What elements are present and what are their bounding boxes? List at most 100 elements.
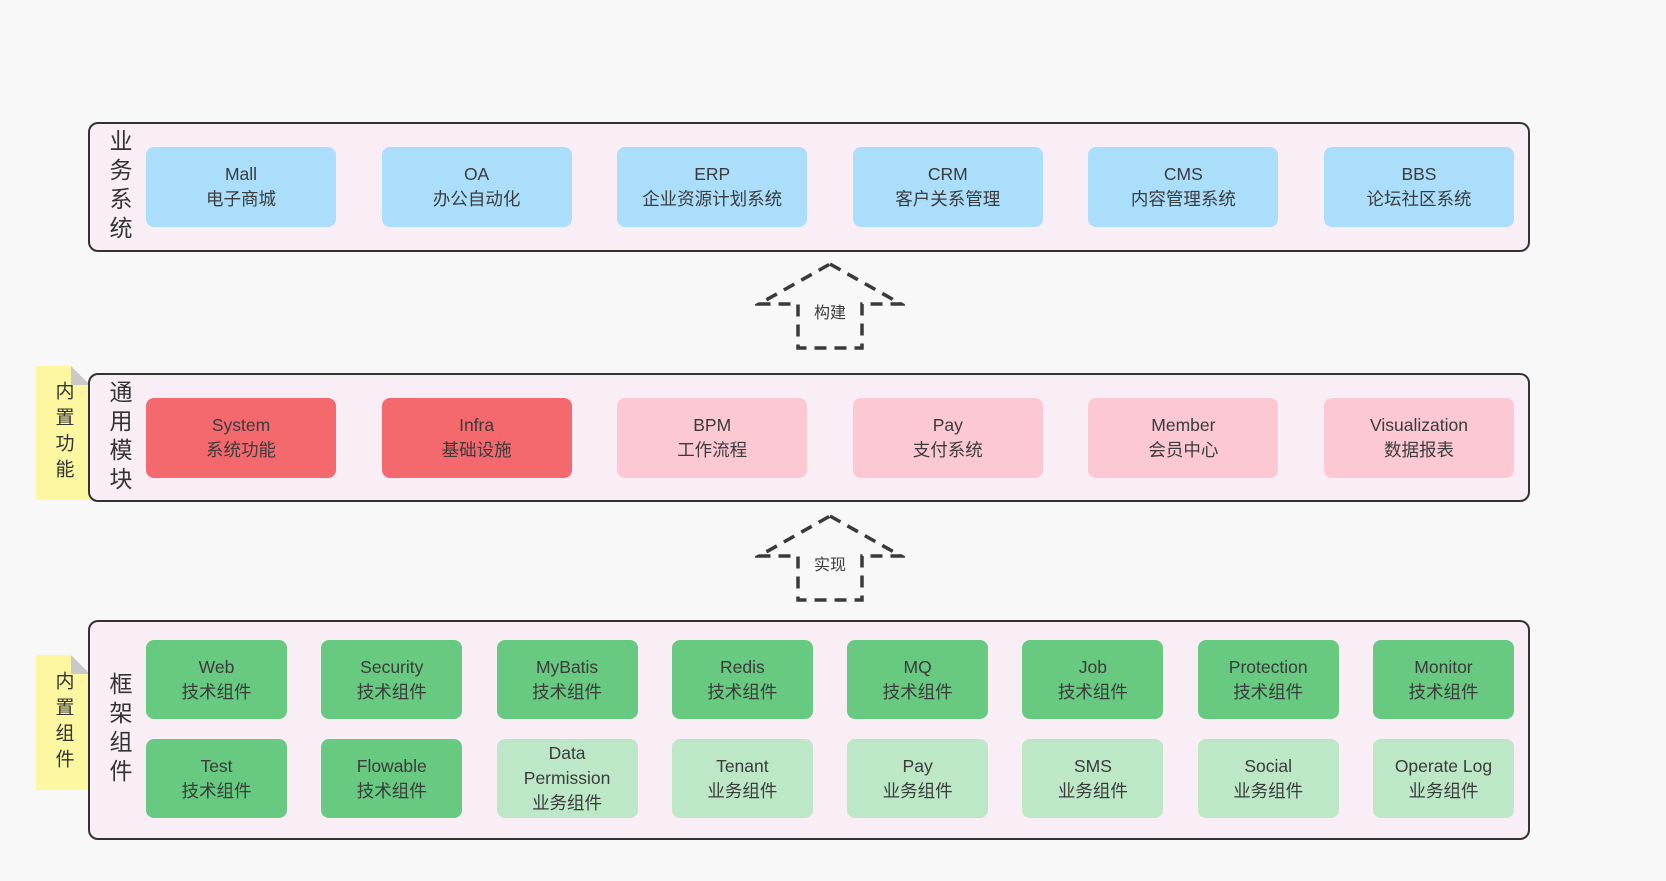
box-title: MyBatis [535,656,599,677]
box-title: CRM [927,164,968,184]
box-security: Security 技术组件 [321,640,463,719]
box-subtitle: 技术组件 [356,681,427,702]
box-subtitle: 客户关系管理 [895,189,1001,209]
box-title: Web [198,656,235,677]
box-test: Test 技术组件 [146,739,287,818]
up-arrow-icon [755,261,905,350]
box-subtitle: 会员中心 [1148,439,1219,460]
dashed-up-arrow-build: 构建 [755,260,905,352]
box-subtitle: 企业资源计划系统 [642,189,783,209]
box-title: OA [463,164,490,184]
box-title: Data Permission [523,743,611,788]
box-flowable: Flowable 技术组件 [321,739,463,818]
box-redis: Redis 技术组件 [671,640,813,719]
box-title: ERP [694,164,731,184]
box-subtitle: 技术组件 [181,780,252,801]
box-crm: CRM 客户关系管理 [852,147,1043,227]
box-mall: Mall 电子商城 [146,147,336,227]
dashed-up-arrow-implement: 实现 [755,512,905,604]
box-subtitle: 基础设施 [441,439,512,460]
box-subtitle: 业务组件 [882,780,953,801]
box-subtitle: 技术组件 [532,681,603,702]
arrow-label: 实现 [809,550,851,576]
box-data-permission: Data Permission 业务组件 [496,739,638,818]
box-protection: Protection 技术组件 [1197,640,1339,719]
box-bbs: BBS 论坛社区系统 [1323,147,1514,227]
box-subtitle: 论坛社区系统 [1366,189,1472,209]
box-sms: SMS 业务组件 [1022,739,1164,818]
box-oa: OA 办公自动化 [381,147,572,227]
box-title: Job [1078,656,1108,677]
box-mq: MQ 技术组件 [847,640,989,719]
box-title: System [211,414,271,435]
box-title: Monitor [1414,656,1473,677]
box-subtitle: 技术组件 [1233,681,1304,702]
box-pay-component: Pay 业务组件 [847,739,989,818]
box-subtitle: 技术组件 [707,681,778,702]
band-label: 业务系统 [106,129,132,245]
box-operate-log: Operate Log 业务组件 [1372,739,1514,818]
box-title: Protection [1228,656,1308,677]
component-row: Test 技术组件 Flowable 技术组件 Data Permission … [146,739,1514,818]
box-web: Web 技术组件 [146,640,287,719]
box-job: Job 技术组件 [1022,640,1164,719]
band-boxes: System 系统功能 Infra 基础设施 BPM 工作流程 Pay 支付系统… [146,375,1514,500]
box-pay-module: Pay 支付系统 [852,397,1043,478]
box-title: Mall [224,164,258,184]
box-title: Member [1151,414,1216,435]
box-subtitle: 技术组件 [181,681,252,702]
box-subtitle: 业务组件 [1233,780,1304,801]
band-framework-components: 框架组件 Web 技术组件 Security 技术组件 MyBatis 技术组件… [88,620,1530,840]
box-subtitle: 支付系统 [912,439,983,460]
box-title: BBS [1401,164,1437,184]
component-row: Web 技术组件 Security 技术组件 MyBatis 技术组件 Redi… [146,640,1514,719]
box-subtitle: 电子商城 [206,189,276,209]
sticky-note-built-in-features: 内置功能 [36,366,90,500]
box-subtitle: 数据报表 [1383,439,1454,460]
band-business-systems: 业务系统 Mall 电子商城 OA 办公自动化 ERP 企业资源计划系统 CRM… [88,122,1530,252]
box-subtitle: 技术组件 [1057,681,1128,702]
box-title: Pay [932,414,963,435]
box-title: Pay [902,755,933,776]
box-title: BPM [693,414,732,435]
arrow-label: 构建 [809,298,851,324]
box-title: Visualization [1370,414,1468,435]
box-social: Social 业务组件 [1197,739,1339,818]
box-tenant: Tenant 业务组件 [671,739,813,818]
box-bpm: BPM 工作流程 [617,397,808,478]
band-rows: Web 技术组件 Security 技术组件 MyBatis 技术组件 Redi… [146,640,1514,818]
box-visualization: Visualization 数据报表 [1323,397,1514,478]
box-monitor: Monitor 技术组件 [1372,640,1514,719]
sticky-note-label: 内置组件 [52,670,74,775]
box-member: Member 会员中心 [1088,397,1279,478]
box-title: Infra [459,414,495,435]
box-subtitle: 办公自动化 [432,189,521,209]
box-subtitle: 内容管理系统 [1130,189,1236,209]
box-title: MQ [903,656,932,677]
box-subtitle: 业务组件 [532,793,603,813]
box-title: Social [1244,755,1293,776]
band-common-modules: 通用模块 System 系统功能 Infra 基础设施 BPM 工作流程 Pay… [88,373,1530,502]
box-title: CMS [1163,164,1203,184]
box-title: Security [360,656,424,677]
box-title: Redis [719,656,765,677]
box-title: Flowable [356,755,427,776]
box-infra: Infra 基础设施 [381,397,572,478]
box-subtitle: 业务组件 [1057,780,1128,801]
box-subtitle: 技术组件 [1408,681,1479,702]
box-title: SMS [1073,755,1112,776]
box-system: System 系统功能 [146,397,336,478]
sticky-note-label: 内置功能 [52,381,74,485]
up-arrow-icon [755,513,905,602]
box-cms: CMS 内容管理系统 [1088,147,1279,227]
box-subtitle: 业务组件 [707,780,778,801]
box-title: Tenant [716,755,769,776]
box-title: Test [200,755,233,776]
box-mybatis: MyBatis 技术组件 [496,640,638,719]
box-subtitle: 业务组件 [1408,780,1479,801]
sticky-note-built-in-components: 内置组件 [36,655,90,790]
box-subtitle: 技术组件 [356,780,427,801]
box-subtitle: 系统功能 [206,439,276,460]
box-subtitle: 技术组件 [882,681,953,702]
box-erp: ERP 企业资源计划系统 [617,147,808,227]
